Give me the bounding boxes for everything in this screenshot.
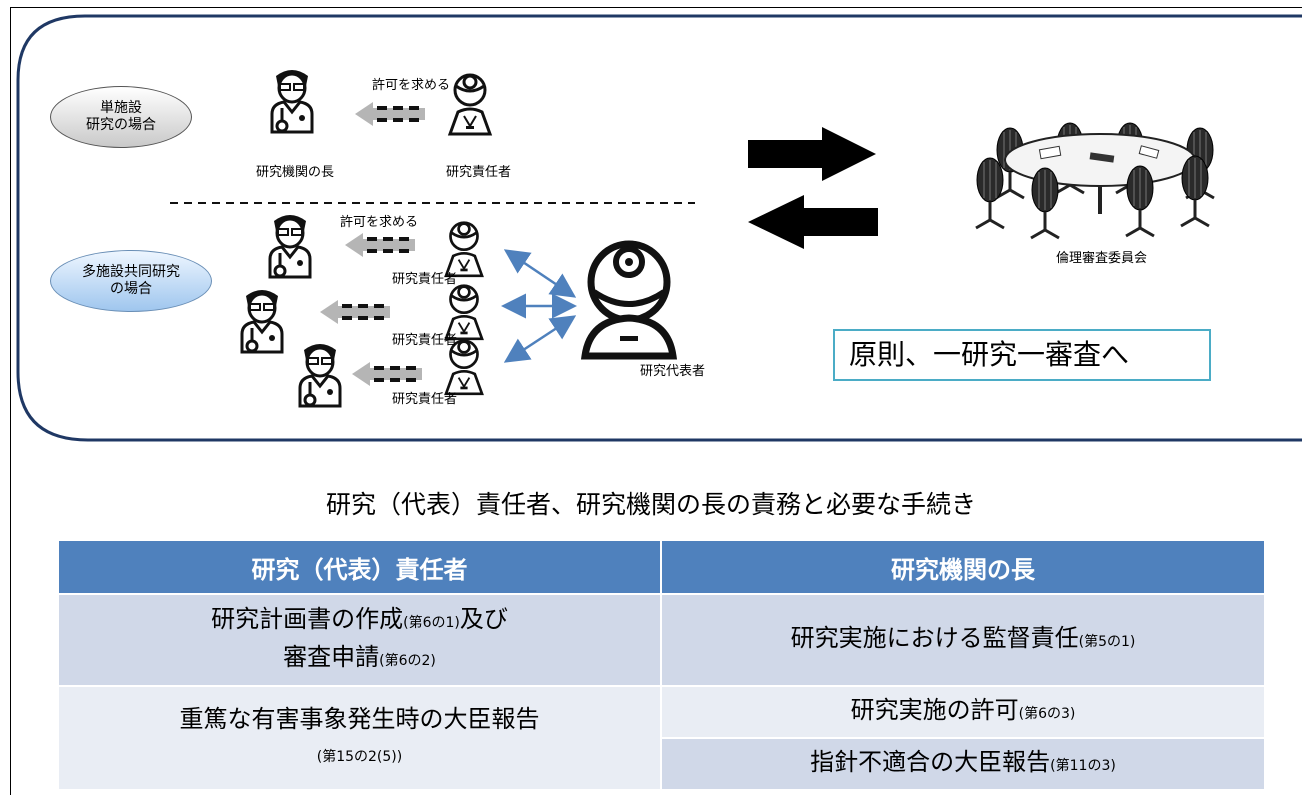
permission-ref: (第6の3) [1018,706,1076,722]
single-site-oval-label-2: 研究の場合 [86,117,156,133]
committee-meeting-icon [974,121,1216,240]
adverse-event-text: 重篤な有害事象発生時の大臣報告 [179,705,540,733]
cell-noncompliance-report: 指針不適合の大臣報告(第11の3) [660,737,1266,791]
protocol-ref: (第6の1) [403,615,460,631]
return-arrow-left [748,195,878,249]
noncompliance-ref: (第11の3) [1050,758,1116,774]
link-arrow-3 [503,315,577,363]
responsibility-table: 研究（代表）責任者 研究機関の長 研究計画書の作成(第6の1)及び 審査申請(第… [57,539,1266,791]
adverse-event-ref: (第15の2(5)) [316,749,403,765]
investigator-icon-3 [444,339,484,396]
multi-site-oval: 多施設共同研究 の場合 [50,250,212,312]
table-row: 研究計画書の作成(第6の1)及び 審査申請(第6の2) 研究実施における監督責任… [57,593,1266,687]
cell-permission: 研究実施の許可(第6の3) [660,685,1266,739]
institution-head-label: 研究機関の長 [256,165,335,180]
cell-supervision: 研究実施における監督責任(第5の1) [660,593,1266,687]
header-institution-head: 研究機関の長 [660,539,1266,595]
cell-protocol-creation: 研究計画書の作成(第6の1)及び 審査申請(第6の2) [57,593,662,687]
investigator-label-1: 研究責任者 [392,272,458,287]
supervision-text: 研究実施における監督責任 [790,624,1079,652]
table-header-row: 研究（代表）責任者 研究機関の長 [57,539,1266,595]
institution-head-icon-3 [298,342,342,408]
protocol-text: 研究計画書の作成 [211,605,404,633]
request-arrow-3 [350,360,424,388]
section-subtitle: 研究（代表）責任者、研究機関の長の責務と必要な手続き [325,490,976,519]
multi-site-oval-label-1: 多施設共同研究 [82,264,180,280]
single-site-oval-label-1: 単施設 [100,100,142,116]
permission-text: 研究実施の許可 [850,696,1019,724]
multi-site-oval-label-2: の場合 [110,281,152,297]
principle-box: 原則、一研究一審査へ [833,329,1211,381]
request-arrow-1 [343,231,417,259]
investigator-icon [448,73,492,136]
investigator-label: 研究責任者 [446,165,512,180]
supervision-ref: (第5の1) [1078,634,1136,650]
institution-head-icon-2 [240,288,284,354]
review-application-ref: (第6の2) [379,653,436,669]
request-arrow-2 [318,298,392,326]
noncompliance-text: 指針不適合の大臣報告 [810,748,1051,776]
cell-adverse-event-report: 重篤な有害事象発生時の大臣報告 (第15の2(5)) [57,685,662,791]
table-row: 重篤な有害事象発生時の大臣報告 (第15の2(5)) 研究実施の許可(第6の3) [57,685,1266,791]
table-row: 指針不適合の大臣報告(第11の3) [58,737,1266,791]
institution-head-icon [270,68,314,134]
submit-arrow-right [748,127,876,181]
top-panel-border [16,14,1302,442]
investigator-label-3: 研究責任者 [392,392,458,407]
frame-top-line [10,7,1302,8]
investigator-label-2: 研究責任者 [392,333,458,348]
review-application-text: 審査申請 [283,643,380,671]
frame-left-line [10,7,11,795]
request-arrow-single [353,100,427,128]
link-arrow-1 [503,249,577,298]
header-principal-investigator: 研究（代表）責任者 [57,539,662,595]
single-site-oval: 単施設 研究の場合 [50,86,192,148]
representative-investigator-label: 研究代表者 [640,364,706,379]
institution-head-icon-1 [268,213,312,279]
protocol-and-text: 及び [459,605,508,633]
representative-investigator-icon [580,240,678,360]
request-label-single: 許可を求める [372,78,451,93]
request-label-multi: 許可を求める [340,215,419,230]
ethics-committee-label: 倫理審査委員会 [1056,251,1148,266]
